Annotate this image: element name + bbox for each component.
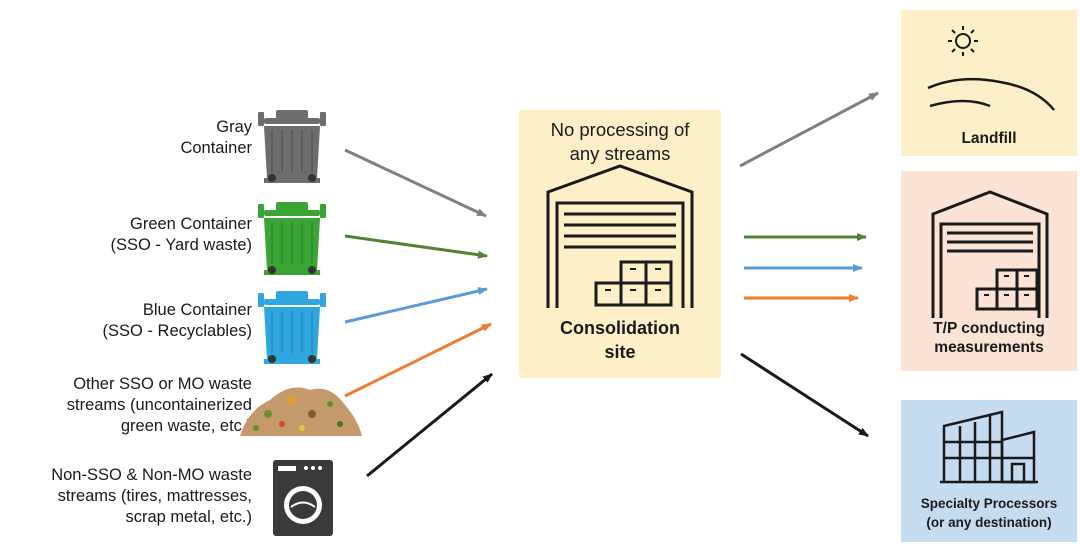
waste-pile-icon (240, 387, 362, 436)
arrow-green-to-consolidation (344, 234, 488, 259)
landfill-box: Landfill (901, 10, 1077, 156)
source-label-green: Green Container (SSO - Yard waste) (110, 215, 252, 254)
blue-bin-icon (258, 291, 326, 364)
consolidation-site-box: No processing of any streams Consolidati… (519, 110, 721, 378)
washing-machine-icon (273, 460, 333, 536)
green-bin-icon (258, 202, 326, 275)
factory-icon (940, 410, 1038, 484)
arrow-to-specialty-processors (740, 352, 869, 438)
source-label-gray: Gray Container (180, 118, 252, 157)
consolidation-note: No processing of any streams (550, 119, 690, 164)
tp-warehouse-icon (931, 190, 1049, 318)
tp-label: T/P conducting measurements (933, 320, 1045, 356)
specialty-processors-label: Specialty Processors (or any destination… (920, 496, 1058, 530)
arrow-non-sso-to-consolidation (366, 372, 493, 478)
gray-bin-icon (258, 110, 326, 183)
warehouse-icon (546, 164, 694, 308)
source-label-other-sso: Other SSO or MO waste streams (uncontain… (66, 375, 252, 435)
hills-icon (927, 77, 1055, 111)
landfill-label: Landfill (961, 130, 1017, 147)
source-label-non-sso: Non-SSO & Non-MO waste streams (tires, m… (51, 466, 252, 526)
source-label-blue: Blue Container (SSO - Recyclables) (102, 301, 252, 340)
arrow-to-landfill (739, 91, 879, 168)
arrow-gray-to-consolidation (344, 148, 487, 218)
arrow-other-sso-to-consolidation (344, 322, 492, 398)
arrow-blue-to-consolidation (344, 287, 488, 324)
sun-icon (948, 26, 978, 56)
consolidation-title: Consolidation site (560, 318, 680, 362)
